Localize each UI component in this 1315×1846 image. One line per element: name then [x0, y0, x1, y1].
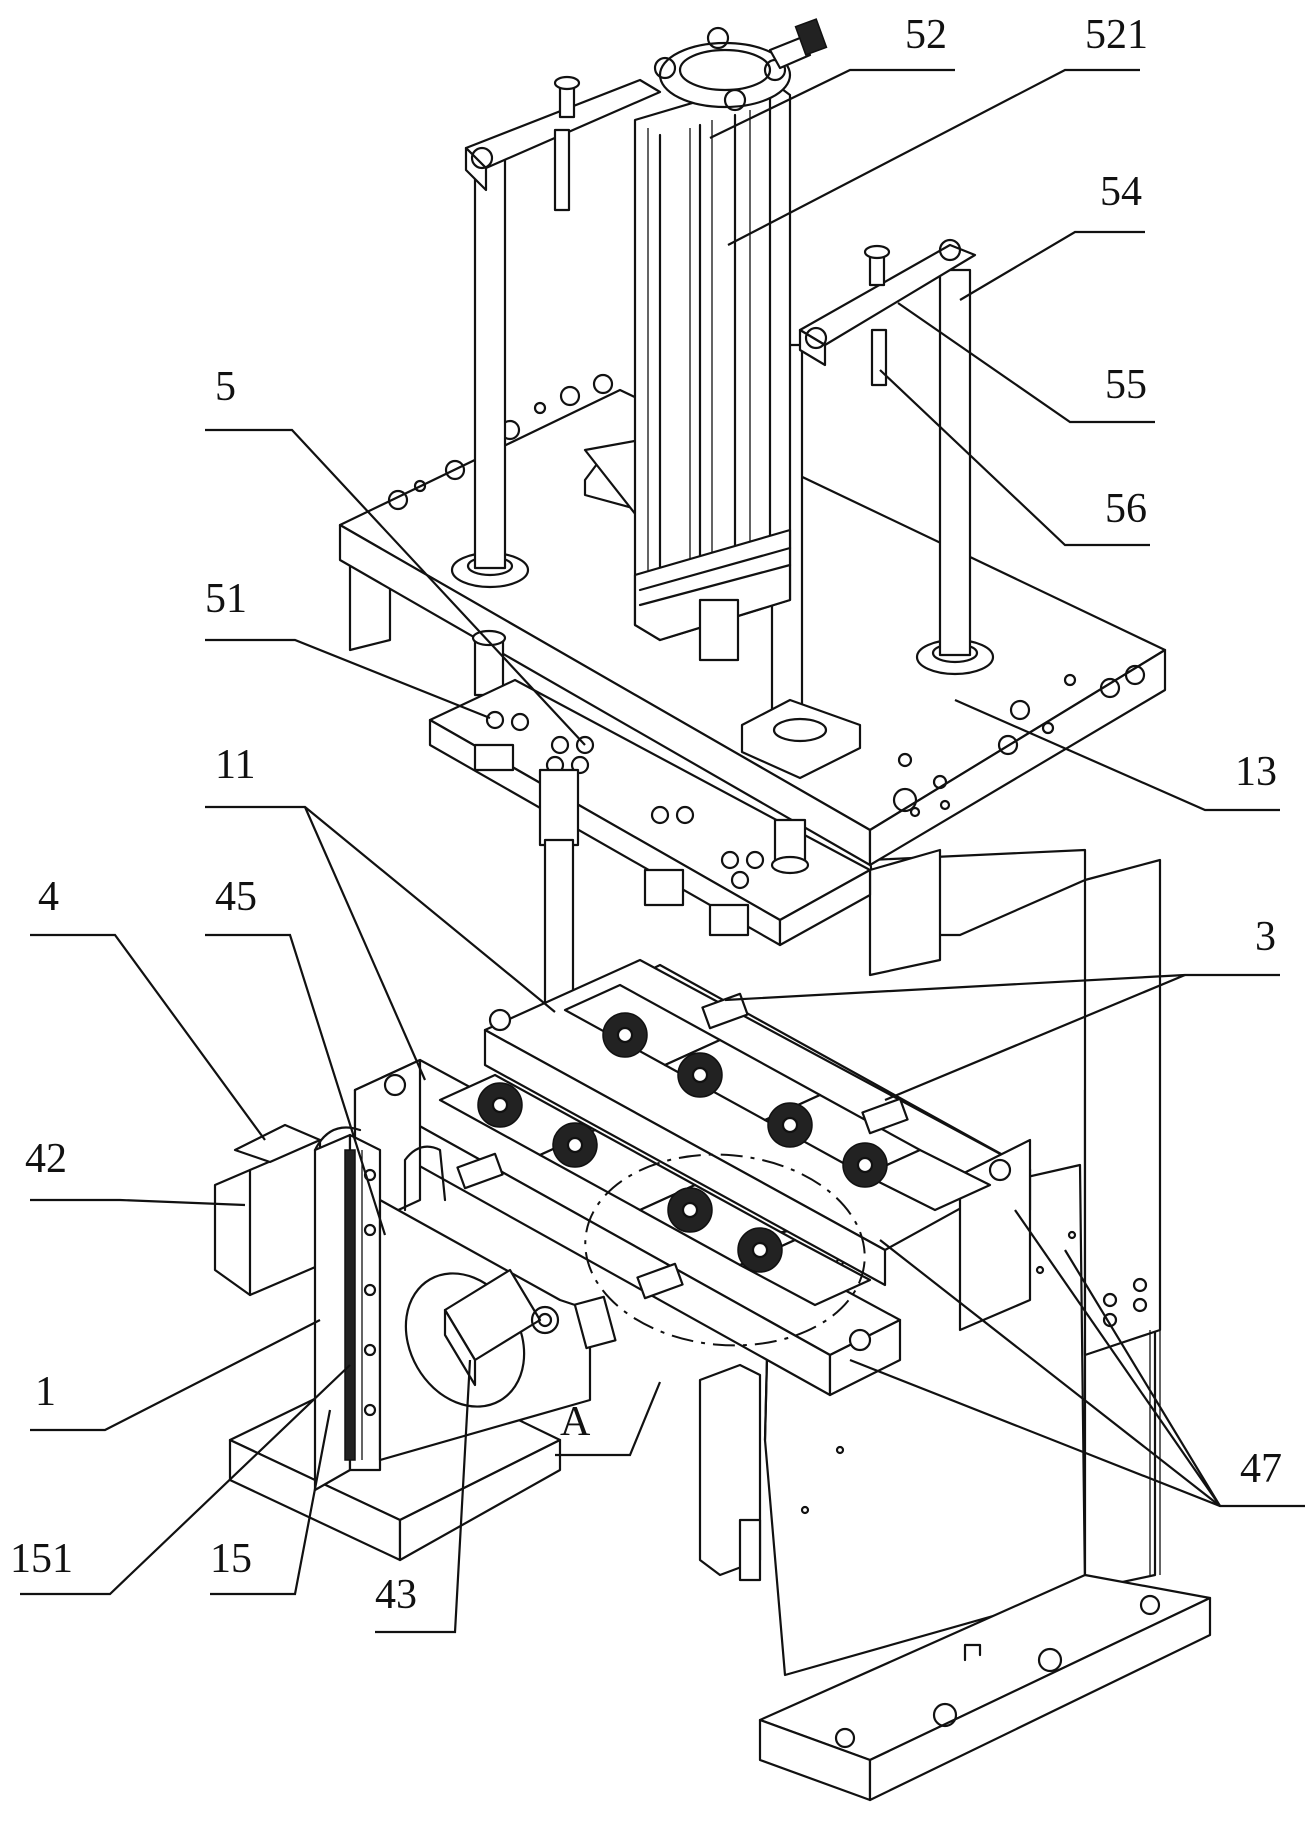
label-43: 43 — [375, 1572, 417, 1618]
label-151: 151 — [10, 1536, 73, 1582]
pressing-plate — [428, 629, 872, 1012]
air-cylinder — [583, 18, 828, 662]
detail-a-circle — [584, 1153, 866, 1347]
lower-actuator — [698, 1363, 762, 1582]
label-15: 15 — [210, 1536, 252, 1582]
label-A: A — [560, 1399, 591, 1445]
label-1: 1 — [35, 1369, 56, 1415]
label-3: 3 — [1255, 914, 1276, 960]
label-11: 11 — [215, 742, 255, 788]
label-55: 55 — [1105, 362, 1147, 408]
label-13: 13 — [1235, 749, 1277, 795]
label-521: 521 — [1085, 12, 1148, 58]
label-42: 42 — [25, 1136, 67, 1182]
label-51: 51 — [205, 576, 247, 622]
leader-lines — [20, 68, 1305, 1634]
nest-cavities — [477, 1012, 888, 1273]
label-45: 45 — [215, 874, 257, 920]
guide-rods — [450, 75, 995, 780]
label-54: 54 — [1100, 169, 1142, 215]
label-47: 47 — [1240, 1446, 1282, 1492]
label-5: 5 — [215, 364, 236, 410]
label-52: 52 — [905, 12, 947, 58]
label-56: 56 — [1105, 486, 1147, 532]
reference-numerals: 52 521 54 55 56 5 51 13 11 3 4 45 42 1 A… — [10, 12, 1282, 1618]
label-4: 4 — [38, 874, 59, 920]
